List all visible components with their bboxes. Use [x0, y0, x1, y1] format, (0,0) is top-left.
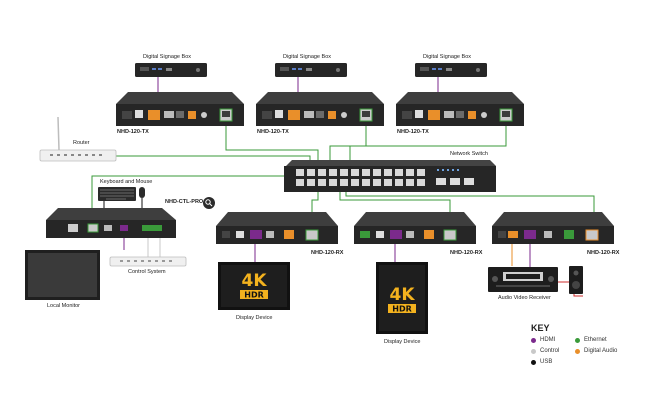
rx-1-label: NHD-120-RX: [311, 250, 344, 256]
encoder-tx-2: [256, 92, 384, 126]
signage-box-1: [135, 63, 207, 77]
decoder-rx-1: [216, 212, 338, 244]
controller-ctl-pro: [46, 208, 176, 238]
display2-hdr-badge: HDR: [392, 305, 412, 314]
local-monitor: [25, 250, 100, 300]
digital-audio-swatch: [575, 348, 580, 354]
switch-port: [384, 169, 392, 176]
legend-label-digital-audio: Digital Audio: [584, 348, 618, 354]
legend-item-control: Control: [531, 348, 559, 354]
ctl-pro-label: NHD-CTL-PRO: [165, 199, 204, 205]
switch-port: [417, 179, 425, 186]
legend-item-ethernet: Ethernet: [575, 337, 607, 343]
switch-port: [395, 169, 403, 176]
keyboard-mouse-label: Keyboard and Mouse: [100, 179, 153, 185]
control-system-label: Control System: [128, 269, 166, 275]
switch-port: [406, 169, 414, 176]
avr-label: Audio Video Receiver: [498, 295, 551, 301]
switch-port: [318, 169, 326, 176]
legend-label-usb: USB: [540, 359, 553, 365]
legend-title: KEY: [531, 323, 550, 333]
legend-label-hdmi: HDMI: [540, 337, 556, 343]
encoder-tx-3: [396, 92, 524, 126]
ethernet-cable-tx2: [329, 126, 367, 170]
encoder-tx-1: [116, 92, 244, 126]
signage-box-3: [415, 63, 487, 77]
switch-port: [373, 179, 381, 186]
legend-item-usb: USB: [531, 359, 552, 365]
ethernet-swatch: [575, 337, 580, 343]
display-device-portrait: 4K HDR: [376, 262, 428, 334]
network-switch: [284, 160, 496, 192]
switch-port: [351, 169, 359, 176]
legend-item-digital-audio: Digital Audio: [575, 348, 617, 354]
rx-3-label: NHD-120-RX: [587, 250, 620, 256]
tx-3-label: NHD-120-TX: [397, 129, 429, 135]
switch-port: [362, 169, 370, 176]
switch-port: [296, 169, 304, 176]
switch-port: [340, 169, 348, 176]
legend-label-ethernet: Ethernet: [584, 337, 607, 343]
switch-port: [362, 179, 370, 186]
switch-port: [307, 169, 315, 176]
switch-port: [329, 169, 337, 176]
usb-swatch: [531, 359, 536, 365]
display2-4k-badge: 4K: [389, 285, 415, 305]
hdmi-swatch: [531, 337, 536, 343]
signage-box-3-label: Digital Signage Box: [423, 54, 472, 60]
ethernet-cable-router: [115, 155, 311, 170]
display1-hdr-badge: HDR: [244, 291, 264, 300]
switch-port: [406, 179, 414, 186]
router: [39, 116, 117, 162]
rx-2-label: NHD-120-RX: [450, 250, 483, 256]
display-device-landscape: 4K HDR: [218, 262, 290, 310]
switch-port: [373, 169, 381, 176]
display-device-1-label: Display Device: [236, 315, 273, 321]
mouse: [139, 187, 145, 198]
switch-ports: [296, 169, 425, 186]
decoder-rx-2: [354, 212, 476, 244]
router-label: Router: [73, 140, 90, 146]
switch-port: [329, 179, 337, 186]
switch-port: [417, 169, 425, 176]
switch-port: [395, 179, 403, 186]
switch-port: [351, 179, 359, 186]
display-device-2-label: Display Device: [384, 339, 421, 345]
switch-port: [307, 179, 315, 186]
local-monitor-label: Local Monitor: [47, 303, 81, 309]
switch-port: [340, 179, 348, 186]
speaker: [569, 266, 583, 294]
control-swatch: [531, 348, 536, 354]
switch-port: [318, 179, 326, 186]
signage-box-2-label: Digital Signage Box: [283, 54, 332, 60]
control-system: [109, 256, 187, 267]
search-icon: [203, 197, 215, 209]
tx-1-label: NHD-120-TX: [117, 129, 149, 135]
network-switch-label: Network Switch: [450, 151, 488, 157]
switch-port: [296, 179, 304, 186]
keyboard: [98, 187, 136, 201]
legend-item-hdmi: HDMI: [531, 337, 555, 343]
signage-box-1-label: Digital Signage Box: [143, 54, 192, 60]
signage-box-2: [275, 63, 347, 77]
decoder-rx-3: [492, 212, 614, 244]
legend-label-control: Control: [540, 348, 560, 354]
tx-2-label: NHD-120-TX: [257, 129, 289, 135]
switch-port: [384, 179, 392, 186]
display1-4k-badge: 4K: [241, 271, 267, 291]
ethernet-cable-tx3: [349, 126, 507, 170]
audio-video-receiver: [488, 267, 558, 292]
